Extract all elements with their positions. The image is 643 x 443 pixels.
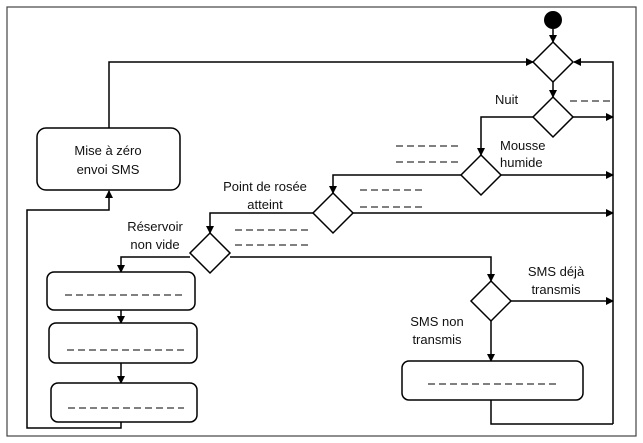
decision-nuit <box>531 95 575 139</box>
decision-sms <box>469 279 513 323</box>
label-reservoir-1: Réservoir <box>127 219 183 234</box>
label-sms-deja-1: SMS déjà <box>528 264 585 279</box>
start-node <box>544 11 562 29</box>
merge-diamond <box>531 40 575 84</box>
decision-mousse <box>459 153 503 197</box>
frame <box>6 6 637 437</box>
label-sms-non-1: SMS non <box>410 314 463 329</box>
label-mousse-2: humide <box>500 155 543 170</box>
reset-box-line-1: Mise à zéro <box>74 143 141 158</box>
label-rosee-1: Point de rosée <box>223 179 307 194</box>
action-box-reset-sms <box>36 127 181 191</box>
decision-rosee <box>311 191 355 235</box>
action-box-2 <box>48 322 198 364</box>
label-reservoir-2: non vide <box>130 237 179 252</box>
label-mousse-1: Mousse <box>500 138 546 153</box>
action-box-1 <box>46 271 196 311</box>
decision-reservoir <box>188 231 232 275</box>
label-rosee-2: atteint <box>247 197 283 212</box>
label-nuit: Nuit <box>495 92 519 107</box>
label-sms-non-2: transmis <box>412 332 462 347</box>
label-sms-deja-2: transmis <box>531 282 581 297</box>
action-box-3 <box>50 382 198 423</box>
reset-box-line-2: envoi SMS <box>77 162 140 177</box>
action-box-send-sms <box>401 360 584 401</box>
